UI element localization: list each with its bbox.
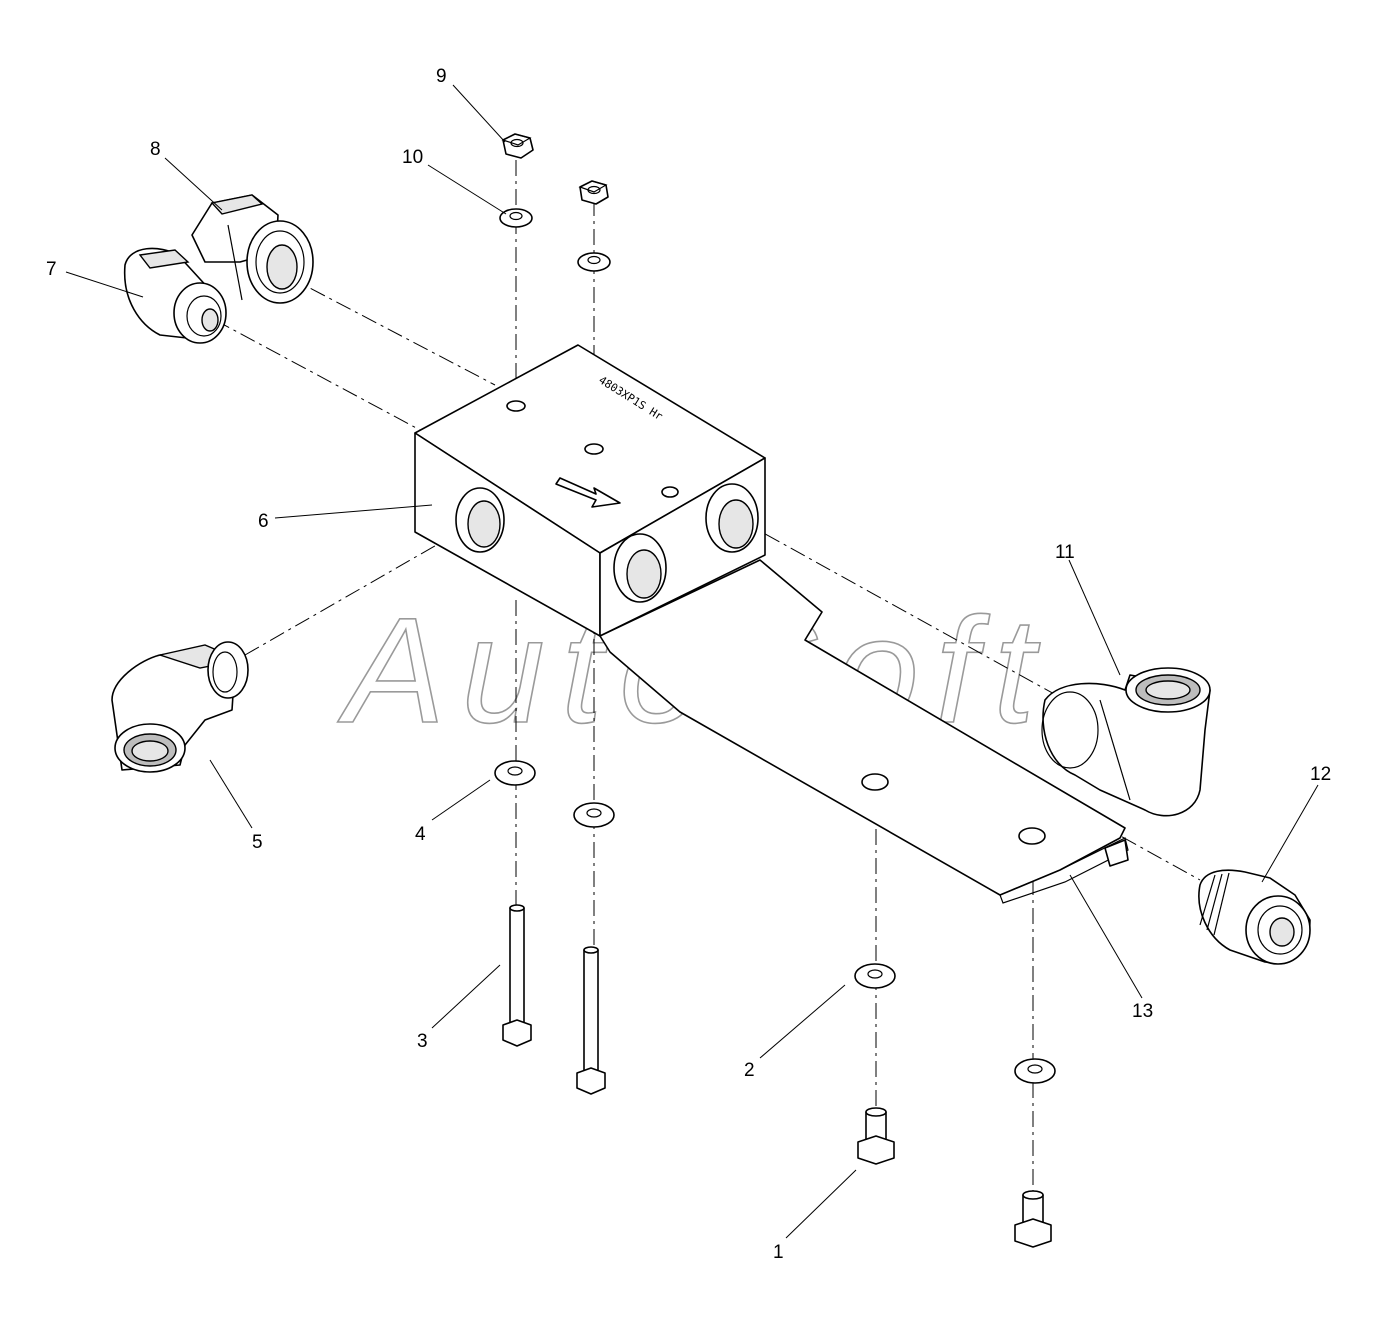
callout-13: 13 bbox=[1132, 1001, 1153, 1022]
callouts: 9 10 8 7 6 5 4 3 2 1 11 12 13 bbox=[46, 66, 1331, 1263]
elbow-fitting-5 bbox=[111, 641, 249, 773]
bolt-short-1 bbox=[857, 1107, 895, 1165]
callout-5: 5 bbox=[252, 832, 263, 853]
callout-11: 11 bbox=[1055, 542, 1075, 563]
elbow-fitting-11 bbox=[1041, 667, 1211, 817]
callout-1: 1 bbox=[773, 1242, 784, 1263]
washer bbox=[573, 802, 615, 828]
callout-2: 2 bbox=[744, 1060, 755, 1081]
washer bbox=[577, 252, 611, 272]
adapter-fitting-12 bbox=[1198, 869, 1311, 965]
callout-9: 9 bbox=[436, 66, 447, 87]
bolt-short bbox=[1014, 1190, 1052, 1248]
washer-4 bbox=[494, 760, 536, 786]
washer bbox=[1014, 1058, 1056, 1084]
straight-fitting-8 bbox=[191, 194, 314, 304]
callout-4: 4 bbox=[415, 824, 426, 845]
nut bbox=[578, 180, 609, 205]
callout-7: 7 bbox=[46, 259, 57, 280]
bracket-13 bbox=[599, 559, 1129, 904]
washer-2 bbox=[854, 963, 896, 989]
washer-10 bbox=[499, 208, 533, 228]
leader-lines bbox=[65, 84, 1319, 1239]
flow-arrow-icon bbox=[555, 477, 621, 508]
callout-12: 12 bbox=[1310, 764, 1331, 785]
nut-9 bbox=[501, 133, 534, 159]
valve-block-6: 4803XP1S Hr bbox=[414, 344, 766, 637]
callout-10: 10 bbox=[402, 147, 423, 168]
bolt-long bbox=[576, 946, 606, 1095]
callout-3: 3 bbox=[417, 1031, 428, 1052]
callout-8: 8 bbox=[150, 139, 161, 160]
bolt-long-3 bbox=[502, 904, 532, 1047]
callout-6: 6 bbox=[258, 511, 269, 532]
straight-fitting-7 bbox=[123, 247, 227, 344]
